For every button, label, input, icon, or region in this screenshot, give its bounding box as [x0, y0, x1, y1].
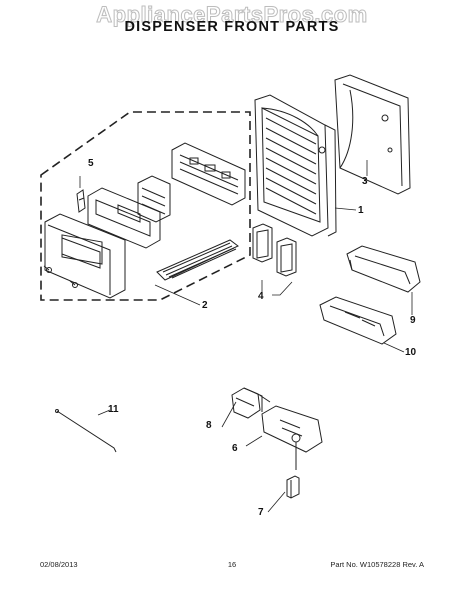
callout-6: 6 — [232, 443, 238, 454]
control-frame — [87, 187, 161, 249]
callout-4: 4 — [258, 291, 264, 302]
page-title: DISPENSER FRONT PARTS — [124, 19, 340, 35]
callout-3: 3 — [362, 176, 368, 187]
callout-7: 7 — [258, 507, 264, 518]
callout-5: 5 — [88, 158, 94, 169]
dispenser-bezel — [44, 213, 126, 299]
control-board — [171, 142, 246, 206]
footer-date: 02/08/2013 — [40, 560, 78, 569]
callout-1: 1 — [358, 205, 364, 216]
callout-11: 11 — [108, 404, 119, 415]
part-1-housing — [254, 94, 337, 237]
callout-9: 9 — [410, 315, 416, 326]
callout-10: 10 — [405, 347, 417, 358]
callout-2: 2 — [202, 300, 208, 311]
footer-page-number: 16 — [227, 560, 237, 569]
part-7-connector — [286, 475, 300, 499]
part-10-tray-base — [319, 296, 397, 345]
part-5-bracket — [76, 189, 86, 213]
part-4-pads — [252, 223, 297, 277]
part-9-drip-tray — [346, 245, 421, 293]
part-2-filter-strip — [156, 239, 239, 281]
assembly-boundary — [40, 111, 251, 301]
display-board — [137, 175, 171, 223]
part-6-lever-assembly — [261, 405, 323, 470]
screws — [43, 265, 78, 288]
part-8-actuator — [231, 387, 271, 419]
part-3-rear-cover — [334, 74, 411, 195]
part-11-rod — [55, 409, 117, 453]
footer-part-number: Part No. W10578228 Rev. A — [330, 560, 424, 569]
leader-lines — [79, 160, 413, 513]
watermark-logo: AppliancePartsPros.com — [96, 2, 368, 28]
callout-8: 8 — [206, 420, 212, 431]
